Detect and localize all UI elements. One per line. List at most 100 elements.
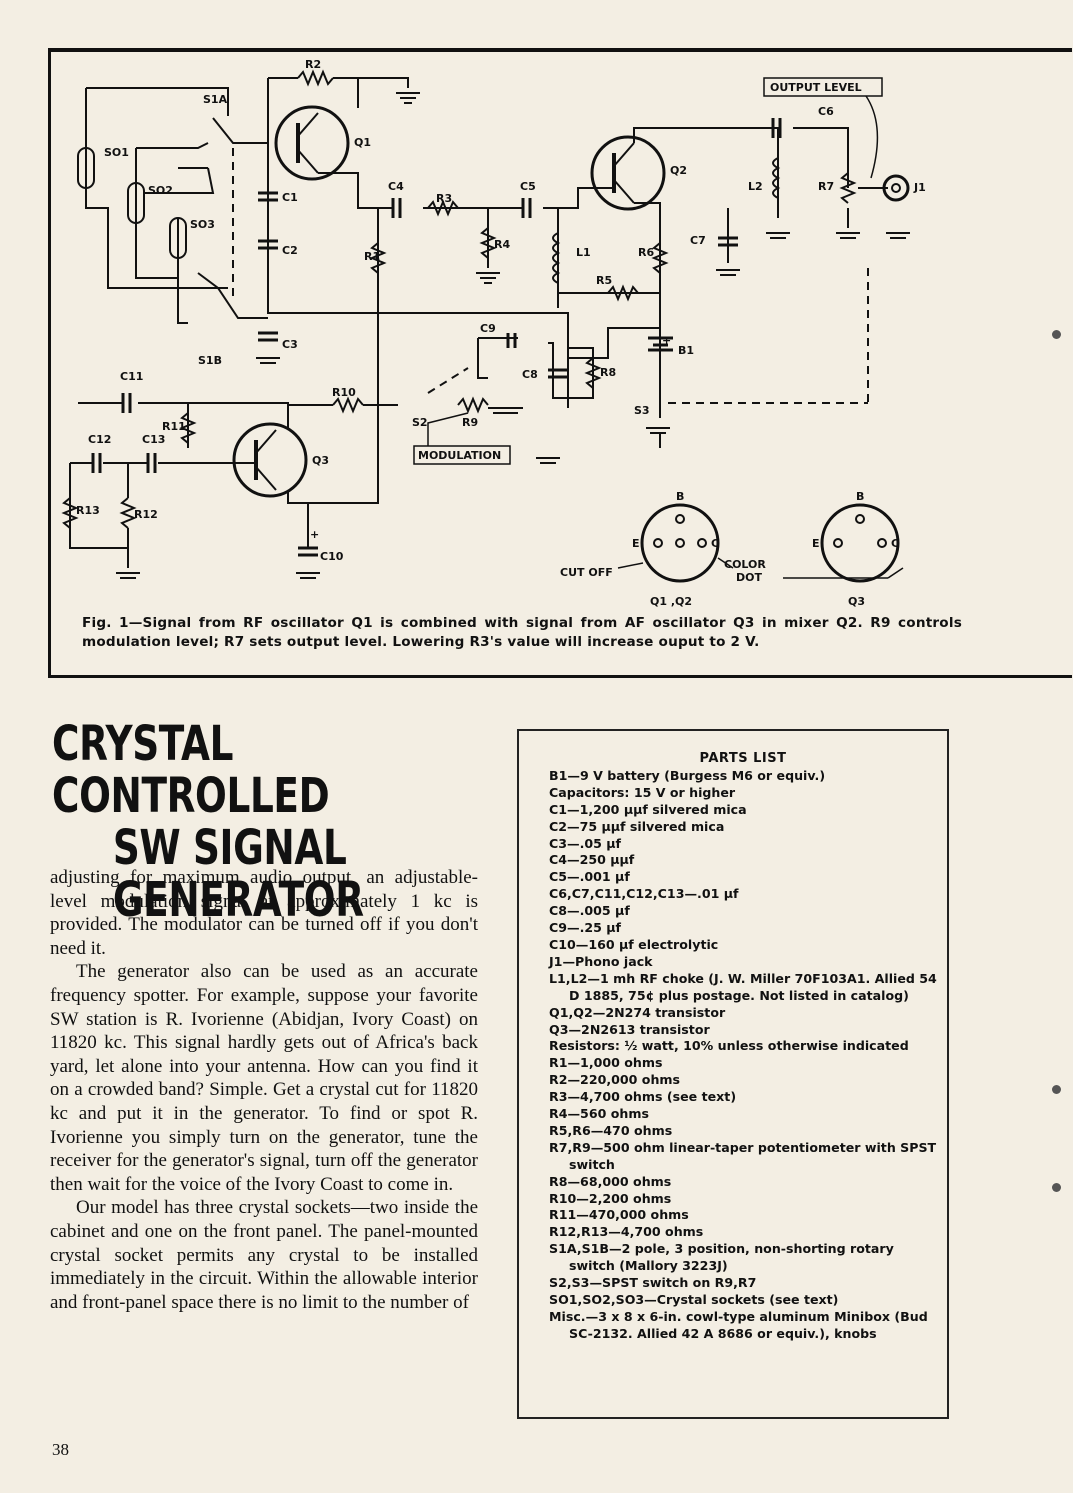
parts-item: Q1,Q2—2N274 transistor [549, 1004, 726, 1020]
label-q3: Q3 [312, 454, 329, 467]
parts-item: R4—560 ohms [549, 1106, 649, 1122]
label-r10: R10 [332, 386, 356, 399]
parts-item: Capacitors: 15 V or higher [549, 784, 736, 800]
parts-item: C6,C7,C11,C12,C13—.01 μf [549, 886, 739, 902]
parts-item: R3—4,700 ohms (see text) [549, 1089, 737, 1105]
capacitors [91, 118, 782, 557]
label-c12: C12 [88, 433, 111, 446]
label-r12: R12 [134, 508, 158, 521]
figure-caption: Fig. 1—Signal from RF oscillator Q1 is c… [82, 615, 962, 650]
pin-diagram-q1q2 [617, 503, 734, 583]
label-pin-e-q3: E [812, 537, 820, 550]
schematic-labels: R2 S1A Q1 SO1 SO2 SO3 C1 C2 C3 R1 S1B C4… [76, 58, 926, 608]
label-q2: Q2 [670, 164, 687, 177]
label-r4: R4 [494, 238, 510, 251]
label-r3: R3 [436, 192, 452, 205]
label-s1b: S1B [198, 354, 222, 367]
dashed-links [232, 148, 869, 404]
jack-j1 [882, 174, 910, 202]
label-r2: R2 [305, 58, 321, 71]
parts-item: S1A,S1B—2 pole, 3 position, non-shorting… [549, 1241, 894, 1274]
figure-frame [48, 48, 1072, 678]
binder-hole-mark [1052, 1085, 1061, 1094]
parts-item: B1—9 V battery (Burgess M6 or equiv.) [549, 767, 826, 783]
label-c3: C3 [282, 338, 298, 351]
parts-item: C1—1,200 μμf silvered mica [549, 801, 747, 817]
label-s2: S2 [412, 416, 428, 429]
label-pin-c-q1q2: C [711, 537, 719, 550]
title-line-1: CRYSTAL CONTROLLED [52, 716, 330, 824]
crystal-sockets [77, 147, 187, 259]
label-plus-c10: + [310, 528, 319, 541]
label-c2: C2 [282, 244, 298, 257]
parts-item: L1,L2—1 mh RF choke (J. W. Miller 70F103… [549, 970, 937, 1003]
parts-item: R10—2,200 ohms [549, 1190, 672, 1206]
body-paragraph: The generator also can be used as an acc… [50, 961, 478, 1195]
parts-item: Misc.—3 x 8 x 6-in. cowl-type aluminum M… [549, 1308, 928, 1341]
label-r6: R6 [638, 246, 654, 259]
parts-item: C5—.001 μf [549, 869, 630, 885]
label-c4: C4 [388, 180, 404, 193]
parts-item: C3—.05 μf [549, 835, 622, 851]
label-q3-pins: Q3 [848, 595, 865, 608]
output-level-arrow [865, 95, 879, 179]
transistor-q3 [232, 422, 308, 498]
wiring [69, 77, 888, 568]
label-r8: R8 [600, 366, 616, 379]
article-title: CRYSTAL CONTROLLED SW SIGNAL GENERATOR [52, 718, 387, 926]
inductors [552, 157, 781, 284]
label-c13: C13 [142, 433, 165, 446]
label-pin-e-q1q2: E [632, 537, 640, 550]
body-paragraph: adjusting for maximum audio output, an a… [50, 867, 478, 959]
parts-item: C9—.25 μf [549, 920, 622, 936]
modulation-box [413, 445, 511, 465]
ground-symbols [116, 92, 910, 579]
label-c5: C5 [520, 180, 536, 193]
parts-item: C10—160 μf electrolytic [549, 936, 719, 952]
label-c10: C10 [320, 550, 344, 563]
label-color-dot-1: COLOR [724, 558, 766, 571]
label-s1a: S1A [203, 93, 228, 106]
parts-item: C8—.005 μf [549, 903, 630, 919]
transistor-q2 [590, 135, 666, 211]
label-q1q2-pins: Q1 ,Q2 [650, 595, 692, 608]
body-paragraph: Our model has three crystal sockets—two … [50, 1197, 478, 1313]
label-so1: SO1 [104, 146, 129, 159]
label-b1: B1 [678, 344, 694, 357]
parts-item: R7,R9—500 ohm linear-taper potentiometer… [549, 1139, 937, 1172]
label-pin-c-q3: C [891, 537, 899, 550]
parts-item: Resistors: ½ watt, 10% unless otherwise … [549, 1038, 909, 1054]
label-r5: R5 [596, 274, 612, 287]
label-l1: L1 [576, 246, 591, 259]
parts-item: C4—250 μμf [549, 852, 635, 868]
label-c6: C6 [818, 105, 834, 118]
article-body: adjusting for maximum audio output, an a… [50, 866, 478, 1314]
page-number: 38 [52, 1440, 69, 1459]
label-r11: R11 [162, 420, 186, 433]
label-modulation: MODULATION [418, 449, 501, 462]
resistors [61, 69, 857, 529]
label-c8: C8 [522, 368, 538, 381]
parts-item: R5,R6—470 ohms [549, 1122, 673, 1138]
parts-item: Q3—2N2613 transistor [549, 1021, 710, 1037]
label-r13: R13 [76, 504, 100, 517]
parts-item: S2,S3—SPST switch on R9,R7 [549, 1275, 757, 1291]
parts-item: C2—75 μμf silvered mica [549, 818, 725, 834]
output-level-box [763, 77, 883, 97]
parts-list-title: PARTS LIST [699, 751, 787, 766]
label-r1: R1 [364, 250, 380, 263]
label-c7: C7 [690, 234, 706, 247]
binder-hole-mark [1052, 330, 1061, 339]
label-cut-off: CUT OFF [560, 566, 613, 579]
label-output-level: OUTPUT LEVEL [770, 81, 862, 94]
parts-list: B1—9 V battery (Burgess M6 or equiv.) Ca… [549, 768, 937, 1343]
label-c9: C9 [480, 322, 496, 335]
label-j1: J1 [913, 181, 926, 194]
parts-item: R11—470,000 ohms [549, 1207, 689, 1223]
pin-diagram-q3 [783, 503, 904, 583]
label-color-dot-2: DOT [736, 571, 762, 584]
label-r7: R7 [818, 180, 834, 193]
parts-list-box: PARTS LIST B1—9 V battery (Burgess M6 or… [517, 729, 949, 1419]
schematic-diagram: R2 S1A Q1 SO1 SO2 SO3 C1 C2 C3 R1 S1B C4… [61, 58, 926, 608]
parts-item: R1—1,000 ohms [549, 1055, 663, 1071]
